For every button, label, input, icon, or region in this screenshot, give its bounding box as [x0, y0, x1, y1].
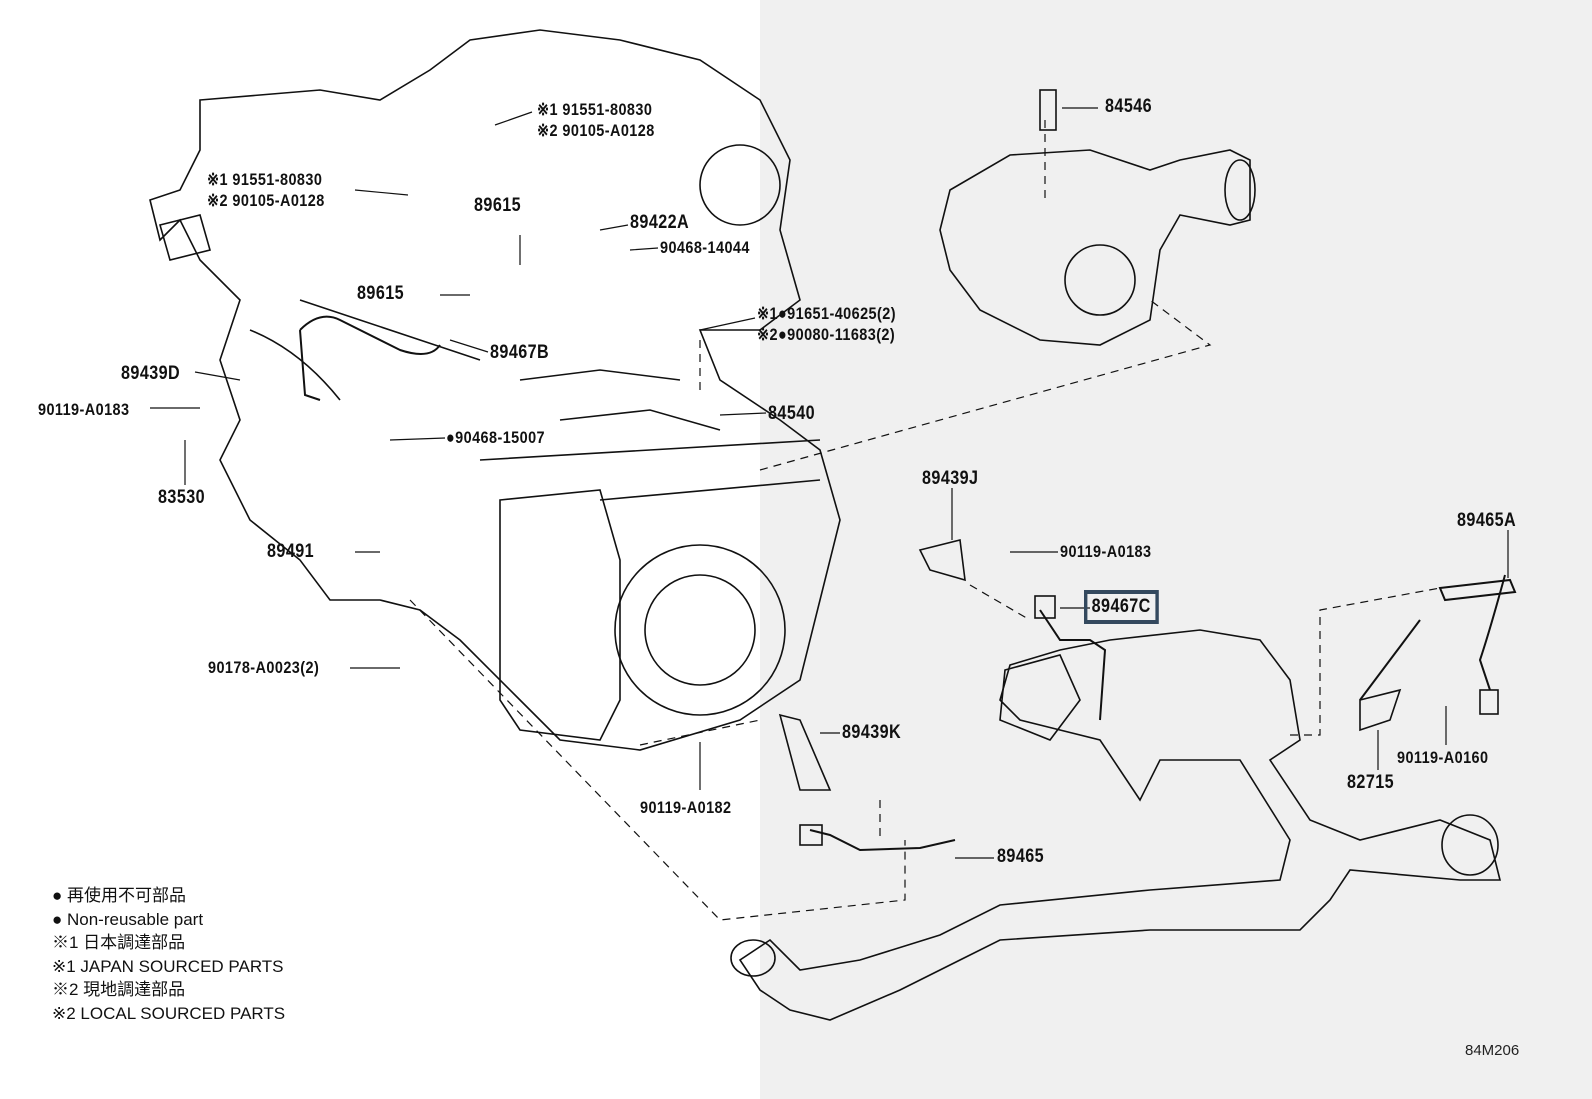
transmission-case-outline	[499, 489, 621, 741]
callout-89615-b[interactable]: 89615	[357, 283, 405, 304]
exhaust-pipe-outline	[738, 629, 1502, 1021]
callout-83530[interactable]: 83530	[158, 487, 206, 508]
diagram-code: 84M206	[1465, 1042, 1520, 1059]
legend-japan-sourced-en: ※1 JAPAN SOURCED PARTS	[52, 956, 284, 976]
callout-89465A[interactable]: 89465A	[1457, 510, 1517, 531]
callout-90119-A0160[interactable]: 90119-A0160	[1397, 748, 1489, 767]
legend-non-reusable-jp: ● 再使用不可部品	[52, 886, 186, 905]
callout-82715[interactable]: 82715	[1347, 772, 1395, 793]
callout-89422A[interactable]: 89422A	[630, 212, 690, 233]
callout-84540[interactable]: 84540	[768, 403, 816, 424]
callout-90468-15007[interactable]: ●90468-15007	[446, 428, 546, 447]
torque-converter-outline	[614, 544, 786, 716]
callout-91551-80830-top[interactable]: ※1 91551-80830	[537, 100, 653, 119]
callout-90105-A0128-top[interactable]: ※2 90105-A0128	[537, 121, 655, 140]
callout-91651-40625[interactable]: ※1●91651-40625(2)	[757, 304, 896, 323]
callout-89491[interactable]: 89491	[267, 541, 315, 562]
callout-90119-A0183-left[interactable]: 90119-A0183	[38, 400, 130, 419]
highlight-background-panel	[760, 0, 1592, 1099]
legend-local-sourced-jp: ※2 現地調達部品	[52, 980, 186, 999]
callout-84546[interactable]: 84546	[1105, 96, 1153, 117]
callout-90468-14044[interactable]: 90468-14044	[660, 238, 750, 257]
engine-outline	[149, 29, 841, 751]
callout-90119-A0182[interactable]: 90119-A0182	[640, 798, 732, 817]
callout-90119-A0183-right[interactable]: 90119-A0183	[1060, 542, 1152, 561]
legend-non-reusable-en: ● Non-reusable part	[52, 909, 204, 929]
callout-90105-A0128-left[interactable]: ※2 90105-A0128	[207, 191, 325, 210]
legend-local-sourced-en: ※2 LOCAL SOURCED PARTS	[52, 1003, 286, 1023]
callout-90080-11683[interactable]: ※2●90080-11683(2)	[757, 325, 896, 344]
legend-japan-sourced-jp: ※1 日本調達部品	[52, 933, 186, 952]
callout-91551-80830-left[interactable]: ※1 91551-80830	[207, 170, 323, 189]
callout-89467C-highlighted[interactable]: 89467C	[1084, 590, 1159, 624]
callout-89439K[interactable]: 89439K	[842, 722, 902, 743]
callout-89465[interactable]: 89465	[997, 846, 1045, 867]
callout-89439J[interactable]: 89439J	[922, 468, 979, 489]
callout-89467B[interactable]: 89467B	[490, 342, 550, 363]
callout-90178-A0023[interactable]: 90178-A0023(2)	[208, 658, 320, 677]
legend: ● 再使用不可部品 ● Non-reusable part ※1 日本調達部品 …	[52, 884, 285, 1025]
callout-89615-a[interactable]: 89615	[474, 195, 522, 216]
callout-89439D[interactable]: 89439D	[121, 363, 181, 384]
differential-outline	[939, 149, 1251, 346]
